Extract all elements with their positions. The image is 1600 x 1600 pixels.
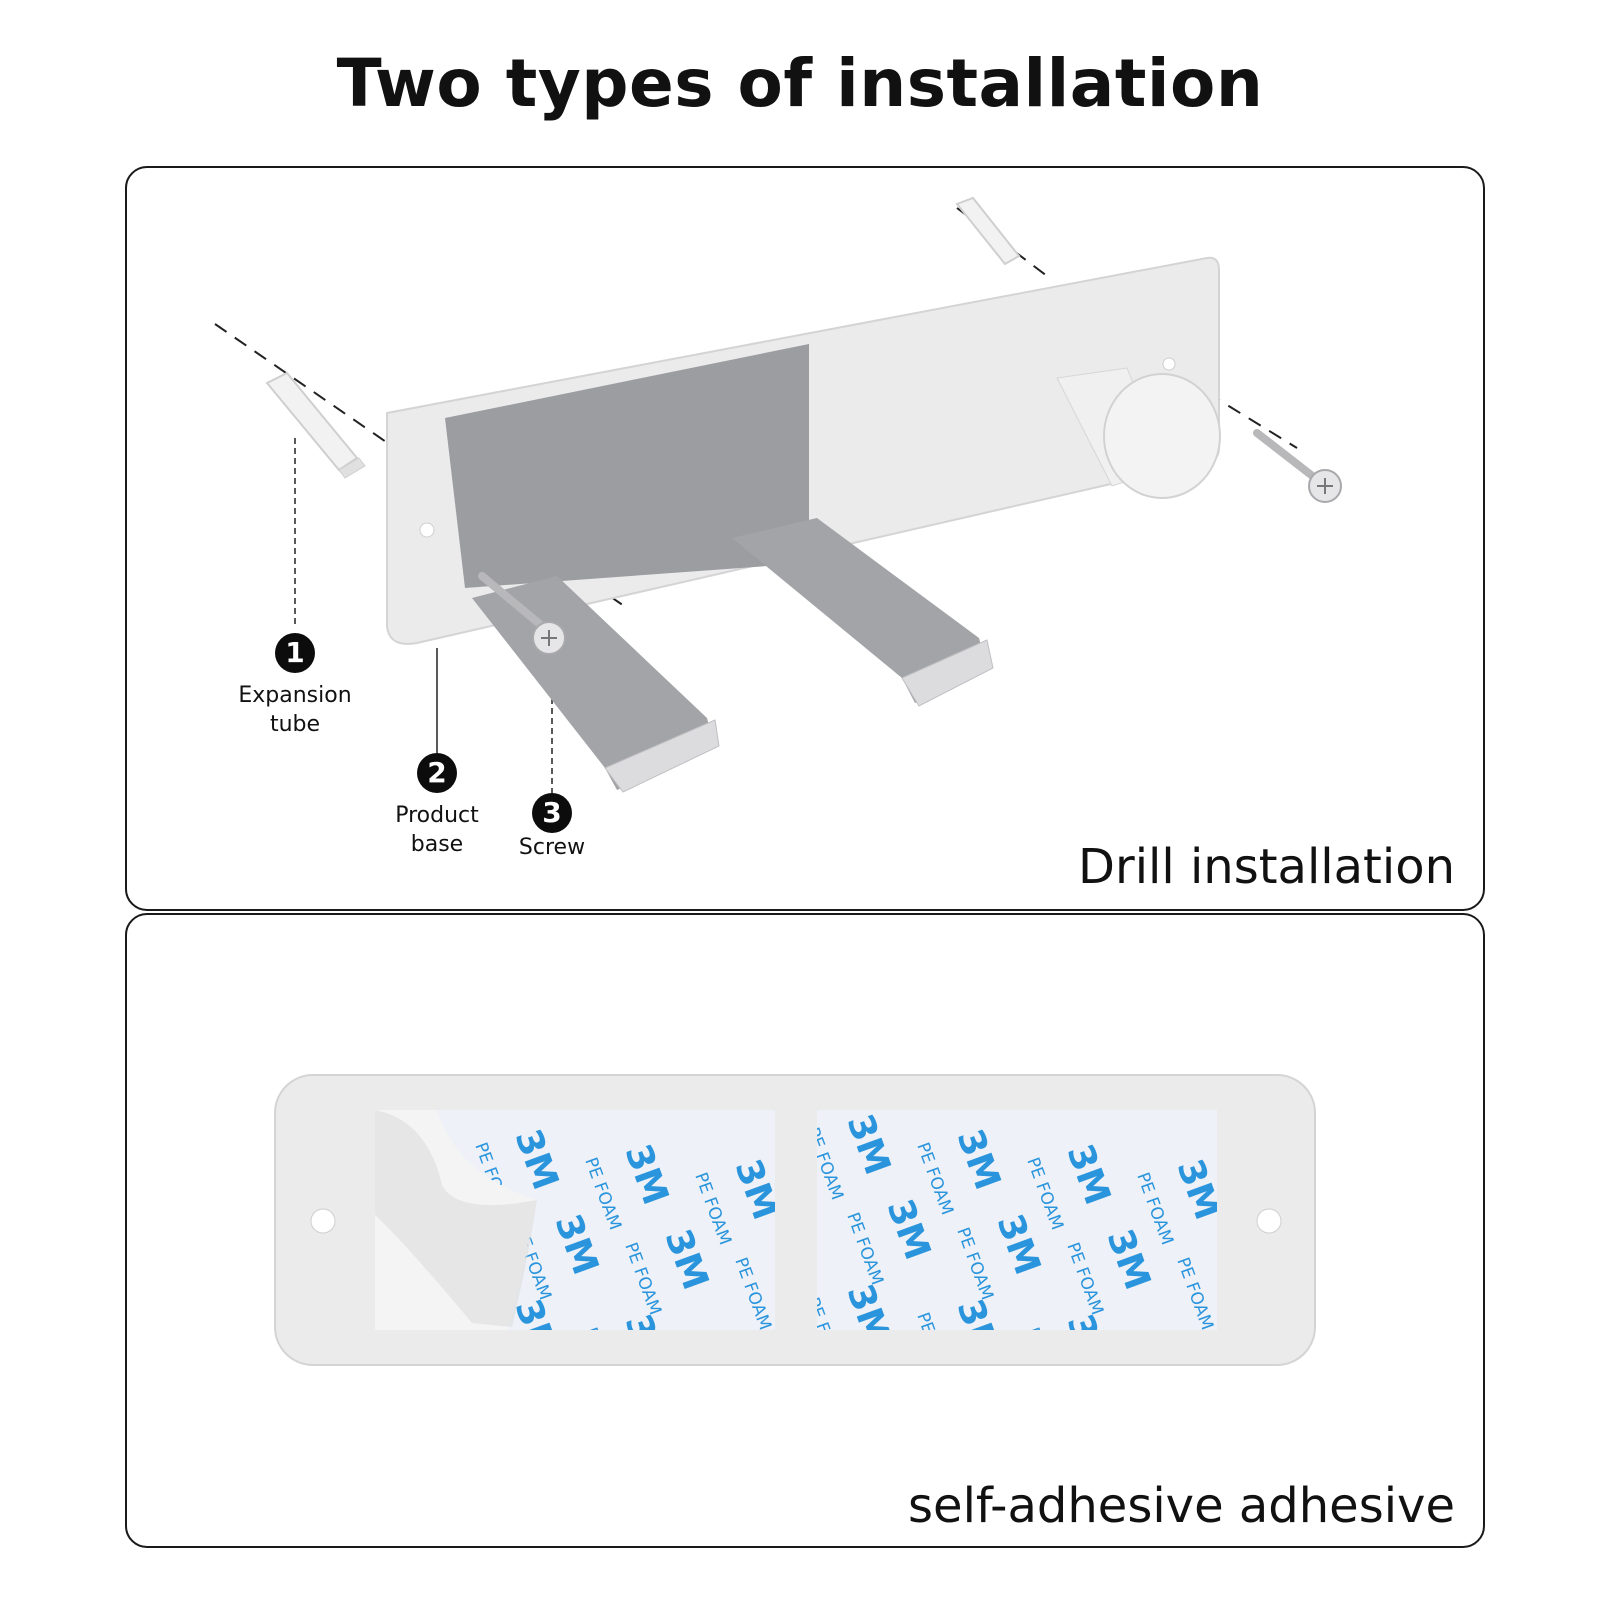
callout-label: Expansion tube — [238, 683, 352, 737]
callout-number: 1 — [275, 633, 315, 673]
mount-hole-right — [1162, 357, 1176, 371]
gray-adhesive-patch — [445, 344, 809, 588]
callout-label: Product base — [395, 803, 479, 857]
knob-hook-cap — [1103, 373, 1221, 499]
callout-screw: 3 Screw — [487, 793, 617, 862]
expansion-tube-right — [955, 196, 1021, 266]
screw-right — [1253, 429, 1342, 503]
drill-installation-caption: Drill installation — [1078, 839, 1455, 895]
headphone-arm-right-tip — [901, 639, 994, 707]
peel-curl — [375, 1110, 537, 1327]
mount-hole-right — [1256, 1208, 1282, 1234]
callout-label: Screw — [518, 835, 586, 860]
drill-installation-illustration — [214, 196, 1342, 793]
mount-hole-left — [419, 522, 435, 538]
headphone-arm-left-tip — [604, 719, 720, 793]
screw-left — [478, 572, 566, 655]
callout-expansion-tube: 1 Expansion tube — [225, 633, 365, 739]
expansion-tube-left — [265, 371, 366, 479]
callout-product-base: 2 Product base — [367, 753, 507, 859]
mount-hole-left — [310, 1208, 336, 1234]
callout-number: 2 — [417, 753, 457, 793]
callout-number: 3 — [532, 793, 572, 833]
headphone-arm-left — [472, 576, 715, 790]
page-title: Two types of installation — [336, 45, 1264, 122]
drill-installation-panel: 1 Expansion tube 2 Product base 3 Screw … — [125, 166, 1485, 911]
self-adhesive-caption: self-adhesive adhesive — [908, 1478, 1455, 1534]
headphone-arm-right — [732, 518, 987, 703]
